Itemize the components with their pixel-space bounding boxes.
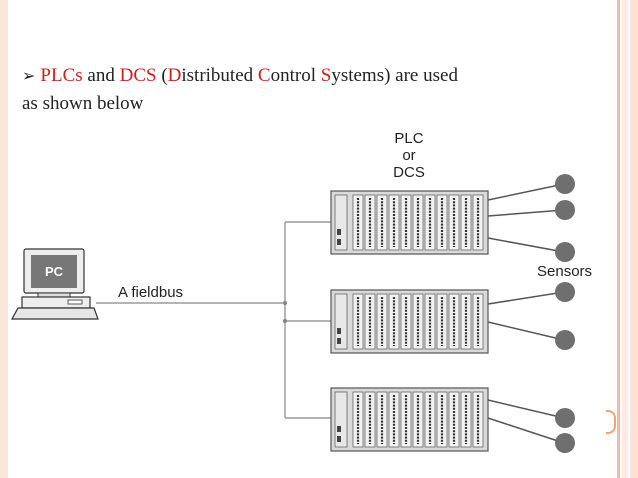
plc-io-module [436, 391, 448, 448]
sensor-wire [487, 417, 565, 444]
sensor-wires [487, 183, 565, 444]
sensor-wire [487, 321, 565, 341]
plc-io-module [460, 391, 472, 448]
plc-power-module [334, 194, 348, 251]
plc-io-module [448, 194, 460, 251]
plc-io-module [352, 194, 364, 251]
plc-label-line2: or [402, 147, 415, 164]
plc-label-line3: DCS [393, 164, 425, 181]
right-decorative-border [608, 0, 638, 478]
term-dcs: DCS [119, 65, 157, 86]
border-band [617, 0, 620, 478]
plc-io-module [376, 391, 388, 448]
plc-io-module [352, 293, 364, 350]
plc-io-module [424, 391, 436, 448]
plc-io-module [460, 293, 472, 350]
plc-io-module [400, 391, 412, 448]
pc-drive-slot [67, 299, 83, 305]
sensor-icon [555, 408, 575, 428]
plc-indicator [337, 426, 341, 432]
bus-junction [282, 318, 288, 324]
sensors [555, 174, 575, 453]
plc-io-module [400, 194, 412, 251]
plc-io-module [352, 391, 364, 448]
sensor-wire [487, 183, 565, 201]
sensor-wire [487, 237, 565, 253]
sensor-wire [487, 291, 565, 305]
text-ystems: ystems) are used [331, 65, 458, 86]
text-paren: ( [156, 65, 168, 86]
pc-computer-icon: PC [10, 248, 99, 320]
letter-d: D [167, 65, 182, 86]
letter-s: S [320, 65, 332, 86]
plc-racks [330, 190, 489, 452]
plc-indicator [337, 229, 341, 235]
bullet-point: ➢PLCs and DCS (Distributed Control Syste… [22, 62, 602, 118]
plc-io-module [364, 194, 376, 251]
sensor-icon [555, 174, 575, 194]
plc-indicator [337, 328, 341, 334]
bullet-arrow-icon: ➢ [22, 66, 36, 85]
plc-power-module [334, 293, 348, 350]
pc-keyboard [10, 307, 99, 320]
plc-rack [330, 190, 489, 255]
plc-io-module [472, 293, 484, 350]
text-and: and [82, 65, 120, 86]
plc-io-module [472, 194, 484, 251]
plc-io-module [472, 391, 484, 448]
pc-screen [31, 255, 77, 288]
plc-io-module [436, 293, 448, 350]
plc-io-module [412, 391, 424, 448]
plc-indicator [337, 338, 341, 344]
plc-io-module [424, 194, 436, 251]
sensors-label: Sensors [537, 263, 592, 280]
plc-indicator [337, 239, 341, 245]
plc-io-module [448, 391, 460, 448]
pc-label: PC [45, 264, 64, 279]
plc-rack [330, 387, 489, 452]
term-plcs: PLCs [40, 65, 83, 86]
bus-junction [282, 300, 288, 306]
plc-io-module [388, 391, 400, 448]
text-istributed: istributed [181, 65, 258, 86]
sensor-wire [487, 399, 565, 419]
plc-io-module [460, 194, 472, 251]
sensor-wire [487, 209, 565, 217]
fieldbus-lines [96, 221, 331, 419]
sensor-icon [555, 242, 575, 262]
pc-stand [37, 292, 71, 298]
plc-io-module [412, 194, 424, 251]
plc-io-module [388, 194, 400, 251]
plc-io-module [364, 391, 376, 448]
letter-c: C [257, 65, 271, 86]
plc-io-module [376, 293, 388, 350]
plc-power-module [334, 391, 348, 448]
sensor-icon [555, 282, 575, 302]
page-curl-mark [606, 410, 616, 434]
plc-io-module [376, 194, 388, 251]
sensor-icon [555, 200, 575, 220]
fieldbus-label: A fieldbus [118, 284, 183, 301]
text-line2: as shown below [22, 93, 144, 114]
plc-rack [330, 289, 489, 354]
sensor-icon [555, 330, 575, 350]
left-decorative-rule [0, 0, 8, 478]
plc-io-module [412, 293, 424, 350]
sensor-icon [555, 433, 575, 453]
plc-io-module [436, 194, 448, 251]
plc-io-module [400, 293, 412, 350]
plc-io-module [424, 293, 436, 350]
plc-io-module [364, 293, 376, 350]
plc-io-module [388, 293, 400, 350]
plc-indicator [337, 436, 341, 442]
plc-label-line1: PLC [394, 130, 423, 147]
plc-io-module [448, 293, 460, 350]
border-band [630, 0, 638, 478]
border-band [622, 0, 628, 478]
text-ontrol: ontrol [270, 65, 321, 86]
